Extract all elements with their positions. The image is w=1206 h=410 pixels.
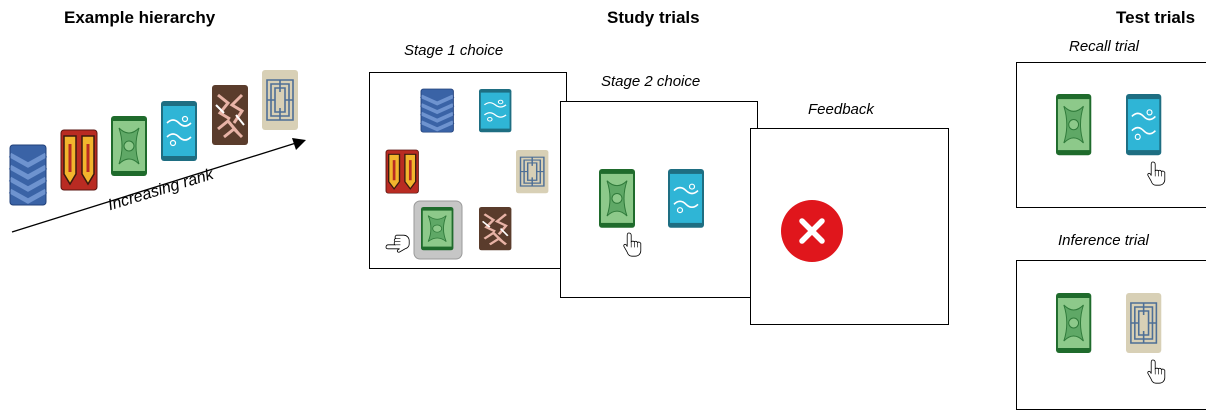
heading-study-trials: Study trials <box>607 8 700 27</box>
rank-arrow-head <box>292 138 306 150</box>
heading-test-trials: Test trials <box>1116 8 1196 27</box>
rank-arrow <box>11 142 297 233</box>
label-recall-trial: Recall trial <box>1069 38 1140 55</box>
hierarchy-card-5 <box>210 83 250 147</box>
screen-inference <box>1016 260 1206 410</box>
recall-pointer-icon <box>1147 161 1166 186</box>
label-stage2-choice: Stage 2 choice <box>601 73 701 90</box>
inference-card-beige <box>1125 292 1163 354</box>
inference-pointer-icon <box>1147 359 1166 384</box>
hierarchy-card-1 <box>10 145 46 205</box>
hierarchy-card-2 <box>59 128 99 192</box>
stage2-card-green <box>598 168 636 229</box>
hierarchy-card-6 <box>261 69 299 131</box>
screen-recall <box>1016 62 1206 208</box>
stage1-card-cyan <box>478 88 513 133</box>
inference-card-green <box>1055 292 1092 354</box>
stage1-card-brown <box>477 205 513 252</box>
stage1-card-green <box>420 206 454 251</box>
label-feedback: Feedback <box>808 101 874 118</box>
recall-card-cyan <box>1125 93 1163 157</box>
recall-card-green <box>1055 93 1092 156</box>
label-inference-trial: Inference trial <box>1058 232 1149 249</box>
screen-stage2 <box>560 101 758 298</box>
stage1-card-beige <box>515 149 550 194</box>
stage1-card-blue <box>421 89 453 132</box>
stage1-pointer-icon <box>385 234 410 253</box>
x-mark-icon <box>781 200 843 262</box>
stage1-card-red <box>384 148 420 195</box>
stage2-pointer-icon <box>623 232 642 257</box>
hierarchy-card-4 <box>160 100 198 162</box>
stage2-card-cyan <box>667 168 705 229</box>
label-stage1-choice: Stage 1 choice <box>404 42 504 59</box>
heading-example-hierarchy: Example hierarchy <box>64 8 216 27</box>
hierarchy-card-3 <box>110 115 148 177</box>
